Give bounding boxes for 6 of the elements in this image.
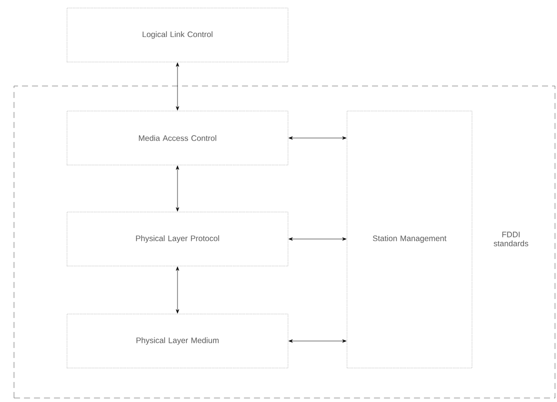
arrow [288, 237, 346, 241]
arrow [176, 166, 180, 212]
arrow [288, 136, 346, 140]
arrow [288, 339, 346, 343]
arrow [176, 266, 180, 314]
arrow [176, 62, 180, 110]
